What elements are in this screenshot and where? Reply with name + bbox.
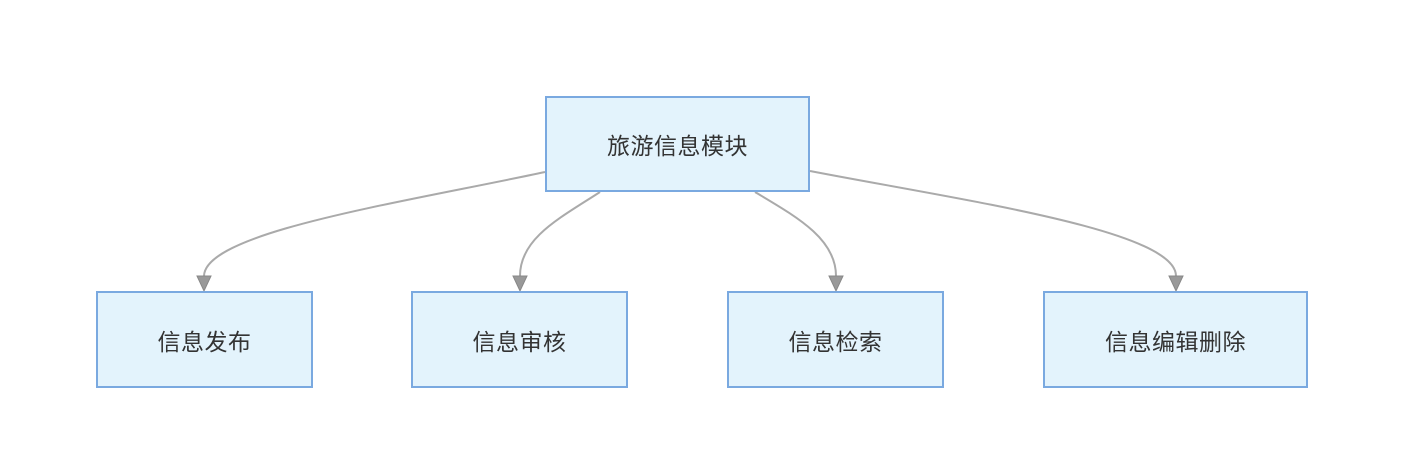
- edge-root-to-child-4: [809, 170, 1177, 277]
- edge-root-to-child-2: [519, 191, 601, 277]
- arrowhead-child-2: [512, 275, 528, 293]
- root-node: 旅游信息模块: [545, 96, 810, 192]
- arrowhead-child-4: [1168, 275, 1184, 293]
- edge-root-to-child-1: [203, 171, 546, 277]
- child-node-label: 信息发布: [157, 329, 252, 356]
- child-node-label: 信息审核: [472, 329, 567, 356]
- child-node-label: 信息检索: [788, 329, 883, 356]
- root-node-label: 旅游信息模块: [607, 134, 748, 160]
- child-node-label: 信息编辑删除: [1105, 329, 1246, 356]
- arrowhead-child-1: [196, 275, 212, 293]
- child-node-review: 信息审核: [411, 291, 628, 388]
- child-node-edit-delete: 信息编辑删除: [1043, 291, 1308, 388]
- child-node-search: 信息检索: [727, 291, 944, 388]
- child-node-publish: 信息发布: [96, 291, 313, 388]
- arrowhead-child-3: [828, 275, 844, 293]
- edge-root-to-child-3: [754, 191, 837, 277]
